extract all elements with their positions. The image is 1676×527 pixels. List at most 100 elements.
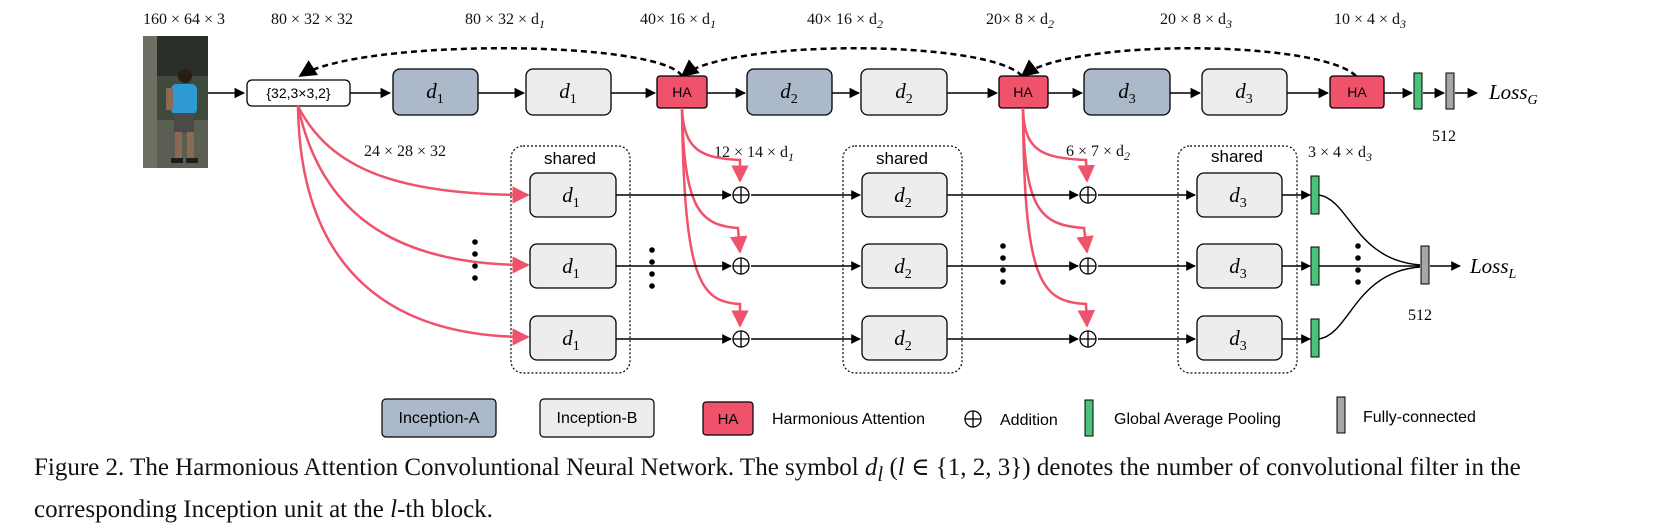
local-unit-r1-d1: d1 [529, 172, 617, 218]
svg-text:d2: d2 [894, 183, 912, 211]
svg-text:HA: HA [672, 84, 692, 100]
global-fc-bar [1445, 72, 1455, 110]
dashed-arc-ha3-ha2 [1020, 47, 1357, 78]
local-gap-bar-r3 [1310, 318, 1320, 358]
dim-a3: 20 × 8 × d3 [1160, 11, 1232, 31]
shared-label-2: shared [876, 149, 928, 168]
ellipsis-dots-input [472, 239, 478, 281]
svg-text:Inception-B: Inception-B [557, 410, 638, 427]
svg-text:Inception-A: Inception-A [399, 410, 480, 427]
loss-local-label: LossL [1469, 254, 1517, 282]
global-fc-dim: 512 [1432, 128, 1456, 145]
shared-label-3: shared [1211, 147, 1263, 166]
legend-addition-icon [964, 410, 982, 428]
dim-a1: 80 × 32 × d1 [465, 11, 545, 31]
svg-text:Addition: Addition [1000, 412, 1058, 429]
svg-text:d2: d2 [894, 254, 912, 282]
addition-node-r1-b1 [732, 186, 750, 204]
addition-node-r1-b2 [1079, 186, 1097, 204]
svg-text:d3: d3 [1229, 326, 1247, 354]
addition-node-r3-b1 [732, 330, 750, 348]
dim-conv1: 80 × 32 × 32 [271, 11, 353, 28]
dashed-arc-ha2-ha1 [680, 47, 1023, 78]
svg-text:d1: d1 [562, 183, 580, 211]
ha-block-3: HA [1329, 75, 1385, 109]
red-arrow-ha2-add-2 [1021, 107, 1094, 254]
global-inception-a-1: d1 [392, 68, 479, 116]
svg-text:d3: d3 [1229, 183, 1247, 211]
caption-symbol: dl [864, 454, 884, 486]
ha-block-1: HA [656, 75, 708, 109]
local-fc-dim: 512 [1408, 307, 1432, 324]
local-unit-r3-d3: d3 [1196, 315, 1283, 361]
svg-text:HA: HA [1013, 84, 1033, 100]
red-arrow-stem-local-3 [296, 105, 530, 346]
svg-text:d2: d2 [780, 79, 798, 107]
local-unit-r3-d2: d2 [861, 315, 948, 361]
figure-caption: Figure 2. The Harmonious Attention Convo… [34, 454, 1521, 523]
legend-fc: Fully-connected [1336, 396, 1476, 434]
svg-text:d3: d3 [1118, 79, 1136, 107]
dim-input: 160 × 64 × 3 [143, 11, 225, 28]
legend: Inception-A Inception-B HA Harmonious At… [381, 396, 1476, 438]
global-inception-a-2: d2 [746, 68, 833, 116]
svg-text:d2: d2 [895, 79, 913, 107]
stem-conv-label: {32,3×3,2} [266, 85, 331, 101]
red-arrow-ha1-add-2 [680, 107, 748, 254]
local-fc-bar [1420, 245, 1430, 285]
red-arrow-ha2-add-3 [1021, 107, 1096, 328]
local-unit-r2-d1: d1 [529, 243, 617, 289]
local-unit-r1-d3: d3 [1196, 172, 1283, 218]
local-merge-curve-3 [1318, 266, 1421, 340]
addition-node-r2-b1 [732, 257, 750, 275]
dim-a2: 40× 16 × d2 [807, 11, 883, 31]
local-gap-bar-r1 [1310, 175, 1320, 215]
svg-text:d2: d2 [894, 326, 912, 354]
dim-b2: 20× 8 × d2 [986, 11, 1054, 31]
local-dim-s1: 12 × 14 × d1 [714, 144, 794, 164]
svg-text:d1: d1 [562, 254, 580, 282]
ellipsis-dots-b1 [649, 247, 655, 289]
global-gap-bar [1413, 72, 1423, 110]
input-person-image [143, 36, 208, 168]
svg-text:d3: d3 [1235, 79, 1253, 107]
svg-text:d3: d3 [1229, 254, 1247, 282]
global-inception-b-3: d3 [1201, 68, 1288, 116]
svg-text:HA: HA [718, 411, 739, 428]
ellipsis-dots-b2 [1000, 243, 1006, 285]
svg-text:d1: d1 [559, 79, 577, 107]
svg-text:Fully-connected: Fully-connected [1363, 409, 1476, 426]
dashed-arc-ha1-stem [298, 47, 684, 78]
local-dim-crop: 24 × 28 × 32 [364, 143, 446, 160]
svg-text:HA: HA [1347, 84, 1367, 100]
dim-b3: 10 × 4 × d3 [1334, 11, 1406, 31]
global-inception-a-3: d3 [1083, 68, 1171, 116]
local-dim-s2: 6 × 7 × d2 [1066, 143, 1130, 163]
legend-addition: Addition [964, 410, 1058, 429]
red-arrow-stem-local-2 [296, 105, 530, 274]
local-unit-r2-d2: d2 [861, 243, 948, 289]
global-inception-b-1: d1 [525, 68, 612, 116]
legend-ha: HA Harmonious Attention [702, 401, 925, 436]
loss-global-label: LossG [1488, 80, 1538, 108]
local-unit-r3-d1: d1 [529, 315, 617, 361]
legend-inception-a: Inception-A [381, 398, 497, 438]
addition-node-r3-b2 [1079, 330, 1097, 348]
svg-text:d1: d1 [426, 79, 444, 107]
global-inception-b-2: d2 [860, 68, 948, 116]
red-arrow-ha1-add-3 [680, 107, 749, 328]
local-dim-s3: 3 × 4 × d3 [1308, 144, 1372, 164]
local-unit-r1-d2: d2 [861, 172, 948, 218]
dim-b1: 40× 16 × d1 [640, 11, 716, 31]
addition-node-r2-b2 [1079, 257, 1097, 275]
ellipsis-dots-b3 [1355, 243, 1361, 285]
shared-label-1: shared [544, 149, 596, 168]
red-arrow-stem-local-1 [296, 105, 530, 204]
local-gap-bar-r2 [1310, 246, 1320, 286]
harmonious-attention-diagram: 160 × 64 × 3 80 × 32 × 32 80 × 32 × d1 4… [143, 11, 1538, 438]
local-merge-curve-1 [1318, 194, 1421, 266]
legend-inception-b: Inception-B [539, 398, 655, 438]
legend-ha-text: Harmonious Attention [772, 411, 925, 428]
svg-text:d1: d1 [562, 326, 580, 354]
local-unit-r2-d3: d3 [1196, 243, 1283, 289]
